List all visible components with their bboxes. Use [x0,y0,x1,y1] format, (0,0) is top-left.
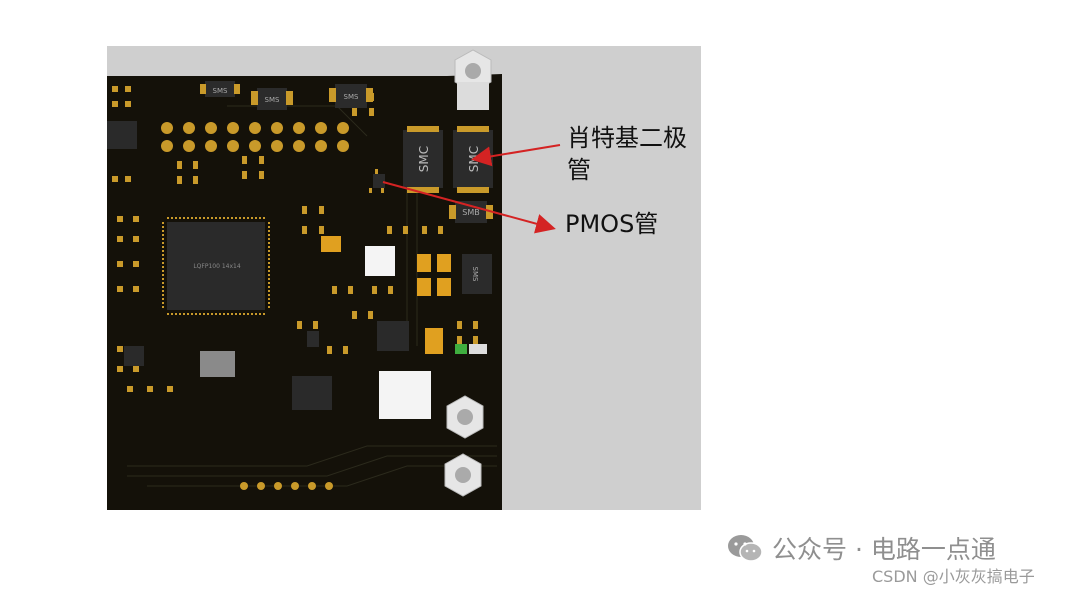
pmos-label: PMOS管 [565,210,659,238]
sms-diode-right: SMS [462,254,492,294]
qfp-chip: LQFP100 14x14 [162,217,270,315]
svg-text:LQFP100 14x14: LQFP100 14x14 [193,263,240,270]
svg-text:SMS: SMS [213,87,228,95]
svg-text:SMS: SMS [265,96,280,104]
pmos-transistor [369,169,385,193]
hex-standoffs [444,49,492,497]
small-ics [107,121,488,410]
pad-array-top [161,122,349,152]
wechat-icon [728,535,763,562]
source-watermark: CSDN @小灰灰搞电子 [872,567,1035,586]
white-inductors [365,246,431,419]
tantalum-caps [321,236,487,354]
smd-passives [112,86,478,392]
svg-text:SMS: SMS [471,267,479,282]
smb-diode: SMB [449,201,493,223]
svg-text:SMC: SMC [417,146,431,172]
svg-text:SMB: SMB [462,208,479,217]
channel-watermark: 公众号 · 电路一点通 [726,533,996,564]
sms-diodes: SMS SMS SMS [200,81,373,110]
channel-watermark-text: 公众号 · 电路一点通 [772,535,996,564]
svg-text:SMC: SMC [467,146,481,172]
pcb-board-image: SMS SMS SMS LQFP100 14x14 [107,46,701,510]
smc-schottky-diodes: SMC SMC [403,126,493,193]
bottom-pins [240,482,333,490]
svg-text:SMS: SMS [344,93,359,101]
schottky-diode-label: 肖特基二极管 [567,124,687,184]
